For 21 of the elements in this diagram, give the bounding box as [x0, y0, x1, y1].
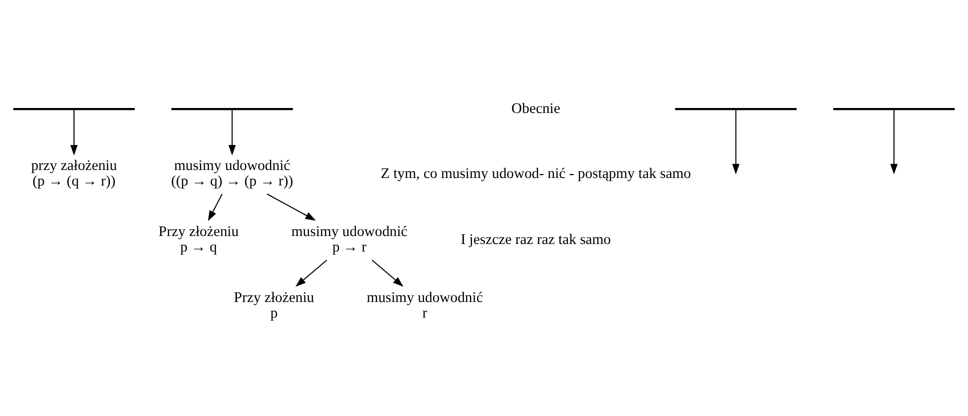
node-text: przy założeniu (p → (q → r)) [31, 158, 117, 190]
node-bar [833, 108, 955, 110]
node-text: Przy złożeniu p → q [158, 224, 239, 256]
arrow [372, 260, 404, 287]
node-bar [13, 108, 135, 110]
label: Obecnie [511, 100, 560, 117]
node-text: musimy udowodnić p → r [291, 224, 408, 256]
arrow [70, 110, 78, 156]
arrow [266, 194, 316, 221]
arrow [732, 110, 740, 174]
arrow [295, 260, 328, 287]
node-text: musimy udowodnić ((p → q) → (p → r)) [171, 158, 294, 190]
label: Z tym, co musimy udowod- nić - postąpmy tak samo [380, 166, 691, 182]
node-text: Przy złożeniu p [234, 290, 314, 322]
arrow [228, 110, 236, 156]
node-bar [675, 108, 797, 110]
node-bar [171, 108, 293, 110]
node-text: musimy udowodnić r [366, 290, 483, 322]
arrow [890, 110, 898, 174]
arrow [208, 194, 223, 222]
label: I jeszcze raz raz tak samo [460, 232, 611, 248]
